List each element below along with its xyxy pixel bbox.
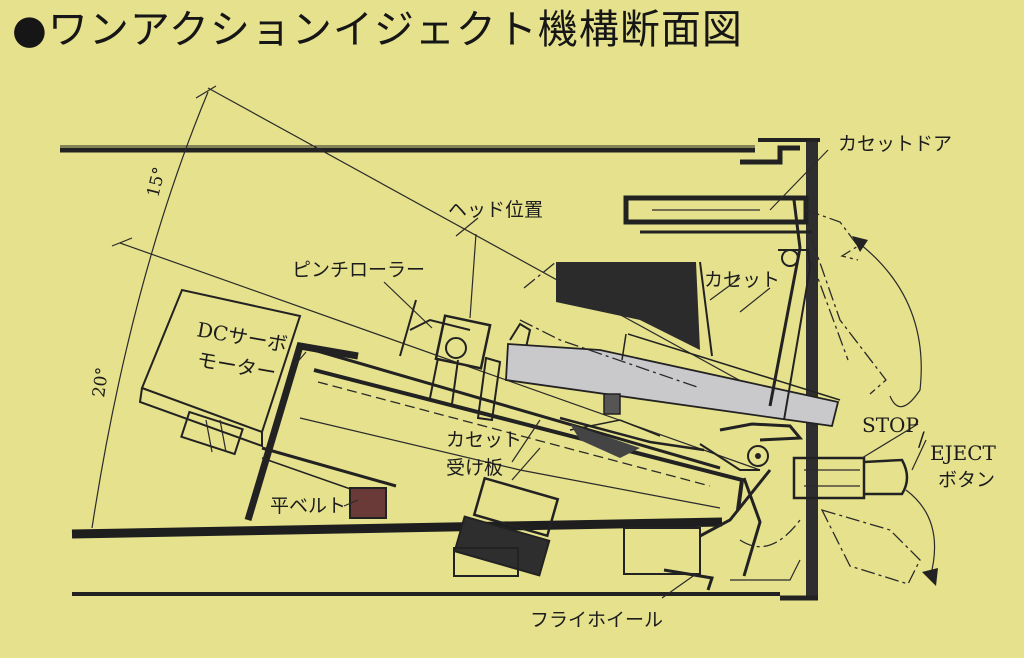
stop-eject-button <box>792 456 938 586</box>
angle-guides <box>91 85 809 529</box>
cassette-door <box>623 195 922 421</box>
angle-20-label: 20° <box>89 366 113 399</box>
label-slash: / <box>918 427 925 451</box>
label-stop: STOP <box>862 413 919 437</box>
label-eject-1: EJECT <box>930 441 997 465</box>
leader-lines <box>293 149 927 599</box>
label-cassette-tray-2: 受け板 <box>446 457 503 479</box>
label-pinch-roller: ピンチローラー <box>292 259 425 281</box>
label-cassette-tray-1: カセット <box>446 429 522 451</box>
tilted-mechanism <box>71 261 841 591</box>
label-flywheel: フライホイール <box>530 609 663 631</box>
page-title: ●ワンアクションイジェクト機構断面図 <box>12 7 743 53</box>
label-eject-2: ボタン <box>938 469 995 491</box>
label-head-position: ヘッド位置 <box>448 199 543 221</box>
label-cassette-door: カセットドア <box>838 133 952 155</box>
label-flat-belt: 平ベルト <box>270 495 346 517</box>
label-cassette: カセット <box>704 269 780 291</box>
angle-15-label: 15° <box>143 165 170 199</box>
